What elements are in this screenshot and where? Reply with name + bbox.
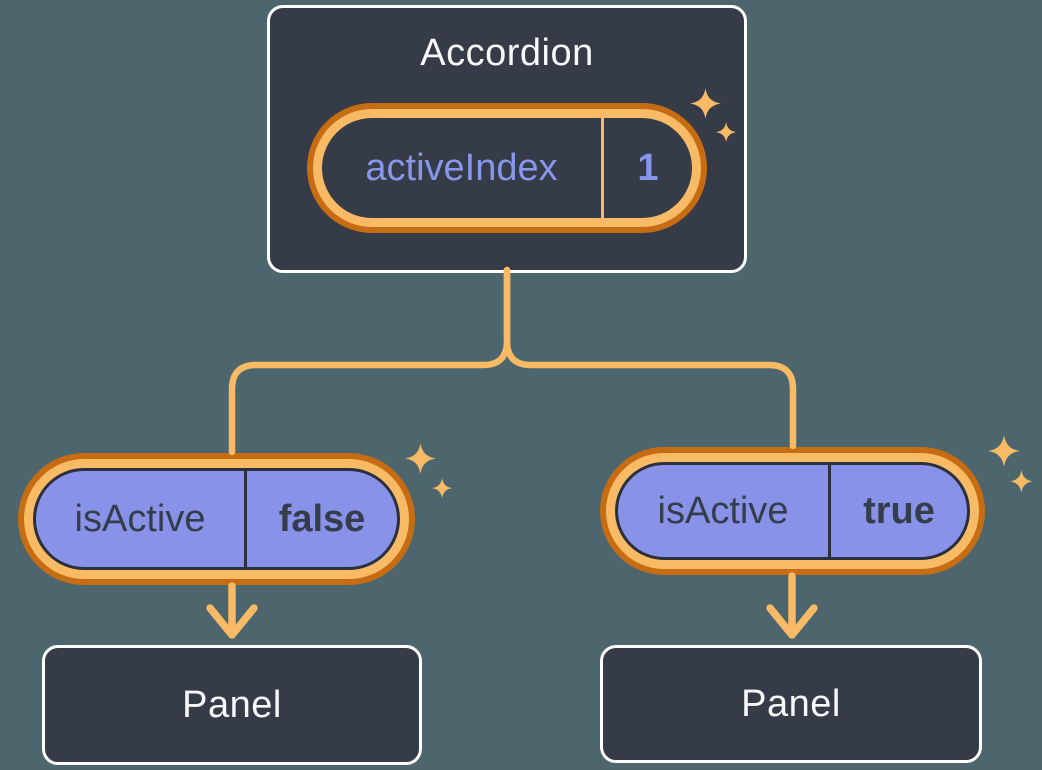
prop-pill-is-active-left: isActive false: [18, 453, 415, 585]
state-name-label: activeIndex: [365, 146, 558, 189]
prop-name-label: isActive: [657, 489, 789, 532]
sparkle-icon-small: [1010, 470, 1033, 493]
panel-box-left: Panel: [42, 645, 422, 765]
accordion-title: Accordion: [420, 32, 594, 74]
prop-pill-inner-ring: isActive false: [24, 459, 409, 579]
panel-title: Panel: [741, 682, 841, 725]
state-pill-inner-ring: activeIndex 1: [313, 109, 701, 227]
prop-pill-is-active-right: isActive true: [600, 447, 985, 575]
state-pill-active-index: activeIndex 1: [307, 103, 707, 233]
connector-line-left: [228, 266, 511, 456]
sparkle-icon-large: [405, 443, 436, 474]
panel-title: Panel: [182, 683, 282, 726]
arrow-down-icon-left: [206, 582, 258, 639]
sparkle-icon-large: [988, 435, 1020, 467]
pill-divider: [601, 118, 604, 218]
pill-divider: [244, 471, 247, 567]
prop-pill-inner-ring: isActive true: [606, 453, 979, 569]
accordion-component-box: Accordion activeIndex 1: [267, 5, 747, 273]
prop-value-label: true: [863, 489, 935, 532]
connector-line-right: [503, 266, 797, 450]
state-value-label: 1: [637, 146, 659, 189]
arrow-down-icon-right: [766, 572, 818, 639]
sparkle-icon-small: [432, 478, 453, 499]
pill-divider: [828, 465, 831, 557]
prop-value-label: false: [278, 497, 366, 540]
panel-box-right: Panel: [600, 645, 982, 763]
prop-name-label: isActive: [74, 497, 206, 540]
